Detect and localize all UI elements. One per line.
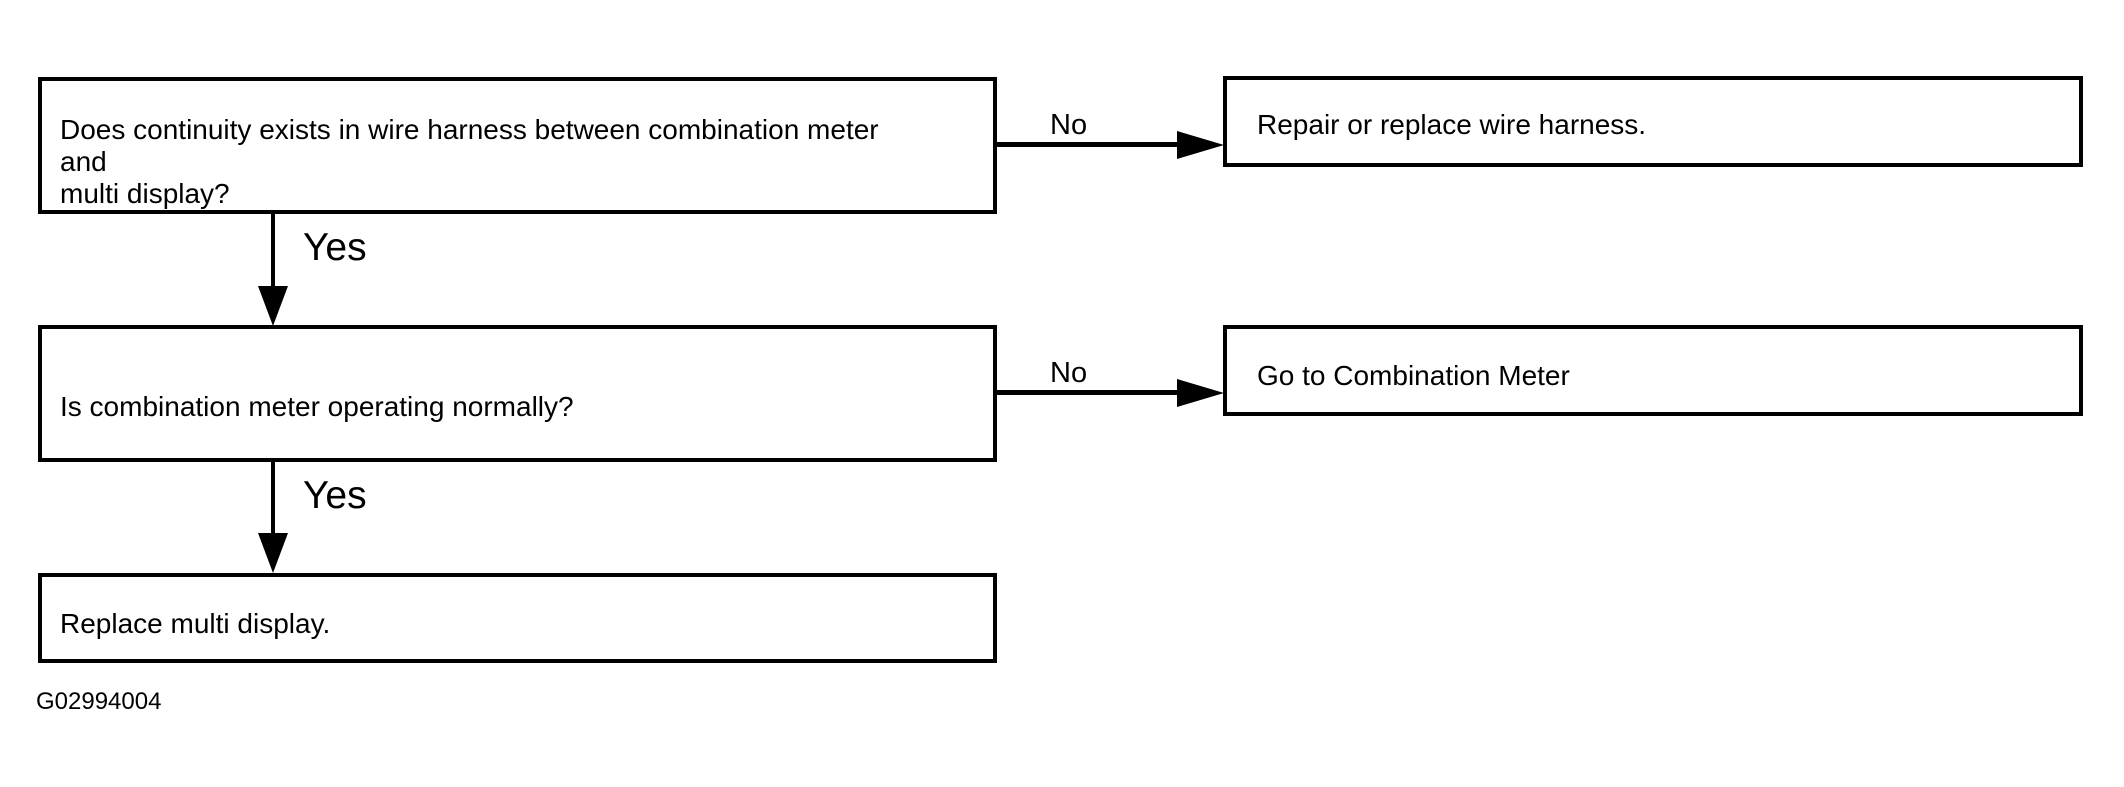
connector-line-no-2 — [997, 390, 1180, 395]
connector-line-yes-2 — [271, 462, 275, 535]
decision-box-combination-meter-operating: Is combination meter operating normally? — [38, 325, 997, 462]
branch-label-yes-1: Yes — [303, 226, 367, 269]
branch-label-no-2: No — [1050, 357, 1088, 389]
arrowhead-down-2-icon — [258, 533, 288, 573]
branch-label-yes-2: Yes — [303, 474, 367, 517]
connector-line-yes-1 — [271, 213, 275, 289]
branch-label-no-1: No — [1050, 109, 1088, 141]
decision-box-continuity-check: Does continuity exists in wire harness b… — [38, 77, 997, 214]
action-box-repair-wire-harness-text: Repair or replace wire harness. — [1257, 108, 1647, 140]
action-box-repair-wire-harness: Repair or replace wire harness. — [1223, 76, 2083, 167]
action-box-replace-multi-display: Replace multi display. — [38, 573, 997, 663]
action-box-go-to-combination-meter: Go to Combination Meter — [1223, 325, 2083, 416]
connector-line-no-1 — [997, 142, 1180, 147]
arrowhead-down-1-icon — [258, 286, 288, 326]
arrowhead-right-2-icon — [1177, 379, 1224, 407]
figure-id: G02994004 — [36, 688, 162, 715]
action-box-go-to-combination-meter-text: Go to Combination Meter — [1257, 359, 1570, 391]
arrowhead-right-1-icon — [1177, 131, 1224, 159]
